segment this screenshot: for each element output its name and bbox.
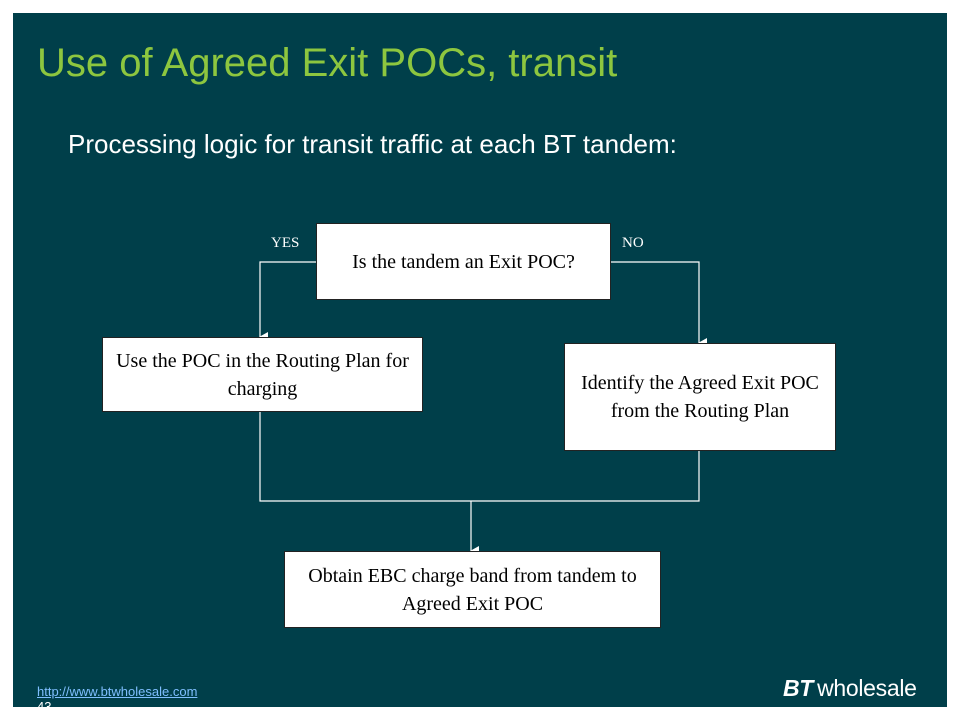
no-step-box: Identify the Agreed Exit POC from the Ro… [564, 343, 836, 451]
no-step-text: Identify the Agreed Exit POC from the Ro… [581, 372, 819, 422]
no-connector [611, 261, 707, 348]
flowchart-connectors [259, 261, 707, 556]
final-step-text: Obtain EBC charge band from tandem to Ag… [308, 564, 637, 615]
slide-title: Use of Agreed Exit POCs, transit [37, 41, 618, 85]
yes-label: YES [271, 235, 300, 251]
slide: Use of Agreed Exit POCs, transit Process… [13, 13, 947, 707]
yes-step-text: Use the POC in the Routing Plan for char… [116, 349, 409, 400]
slide-subtitle: Processing logic for transit traffic at … [68, 129, 677, 159]
footer-link[interactable]: http://www.btwholesale.com [37, 684, 198, 699]
merge-connector [259, 412, 700, 502]
no-label: NO [622, 235, 644, 251]
page-number: 43 [37, 699, 52, 707]
logo-bt: BT [783, 675, 814, 701]
decision-box: Is the tandem an Exit POC? [316, 223, 611, 300]
logo-text: wholesale [817, 675, 917, 701]
yes-step-box: Use the POC in the Routing Plan for char… [102, 337, 423, 412]
final-step-box: Obtain EBC charge band from tandem to Ag… [284, 551, 661, 628]
decision-text: Is the tandem an Exit POC? [352, 250, 575, 273]
yes-connector [259, 261, 316, 342]
